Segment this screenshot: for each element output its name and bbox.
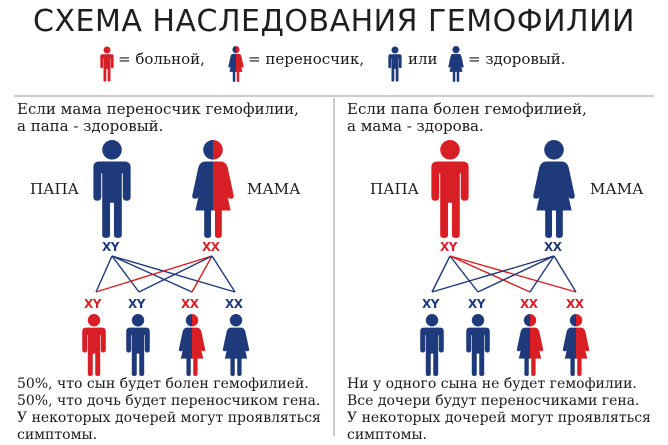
right-father-label: ПАПА [370, 180, 419, 198]
left-mother-genotype: XX [202, 240, 220, 254]
legend-healthy-man-icon [388, 47, 401, 82]
right-conclusion-line3: У некоторых дочерей могут проявляться [347, 410, 651, 427]
left-conclusion-line4: симптомы. [17, 427, 97, 444]
left-child2-genotype: XY [128, 297, 145, 311]
legend-or-label: или [408, 50, 438, 68]
left-heading-line2: а папа - здоровый. [17, 118, 163, 135]
left-conclusion-line3: У некоторых дочерей могут проявляться [17, 410, 321, 427]
right-mother-genotype: XX [544, 240, 562, 254]
right-mother-figure [533, 140, 575, 238]
legend-healthy-label: = здоровый. [468, 50, 566, 68]
right-conclusion-line2: Все дочери будут переносчиками гена. [347, 393, 639, 410]
right-child4-genotype: XX [566, 297, 584, 311]
left-conclusion-line2: 50%, что дочь будет переносчиком гена. [17, 393, 320, 410]
left-child4-genotype: XX [225, 297, 243, 311]
legend-carrier-woman-icon [228, 46, 243, 82]
legend-sick-man-icon [100, 47, 113, 82]
left-child1-genotype: XY [84, 297, 101, 311]
right-conclusion-line1: Ни у одного сына не будет гемофилии. [347, 376, 637, 393]
left-mother-label: МАМА [247, 180, 300, 198]
right-father-figure [431, 140, 468, 238]
left-father-figure [93, 140, 130, 238]
legend-carrier-label: = переносчик, [248, 50, 364, 68]
right-conclusion-line4: симптомы. [347, 427, 427, 444]
right-child-son-healthy-1 [420, 314, 444, 376]
right-mother-label: МАМА [590, 180, 643, 198]
right-inheritance-lines [432, 256, 576, 292]
right-heading-line2: а мама - здорова. [347, 118, 484, 135]
right-child-daughter-carrier-2 [563, 314, 589, 376]
right-father-genotype: XY [440, 240, 457, 254]
left-child3-genotype: XX [181, 297, 199, 311]
left-father-label: ПАПА [30, 180, 79, 198]
right-child3-genotype: XX [520, 297, 538, 311]
left-child-daughter-healthy [223, 314, 249, 376]
left-child-son-healthy [126, 314, 150, 376]
right-heading-line1: Если папа болен гемофилией, [347, 101, 587, 118]
left-inheritance-lines [96, 256, 235, 292]
left-heading-line1: Если мама переносчик гемофилии, [17, 101, 299, 118]
right-child2-genotype: XY [468, 297, 485, 311]
left-mother-figure [192, 140, 234, 238]
legend-healthy-woman-icon [448, 46, 463, 82]
legend-sick-label: = больной, [118, 50, 205, 68]
right-child1-genotype: XY [422, 297, 439, 311]
right-child-daughter-carrier-1 [517, 314, 543, 376]
left-child-son-sick [82, 314, 106, 376]
right-child-son-healthy-2 [466, 314, 490, 376]
left-conclusion-line1: 50%, что сын будет болен гемофилией. [17, 376, 309, 393]
left-father-genotype: XY [102, 240, 119, 254]
left-child-daughter-carrier [179, 314, 205, 376]
